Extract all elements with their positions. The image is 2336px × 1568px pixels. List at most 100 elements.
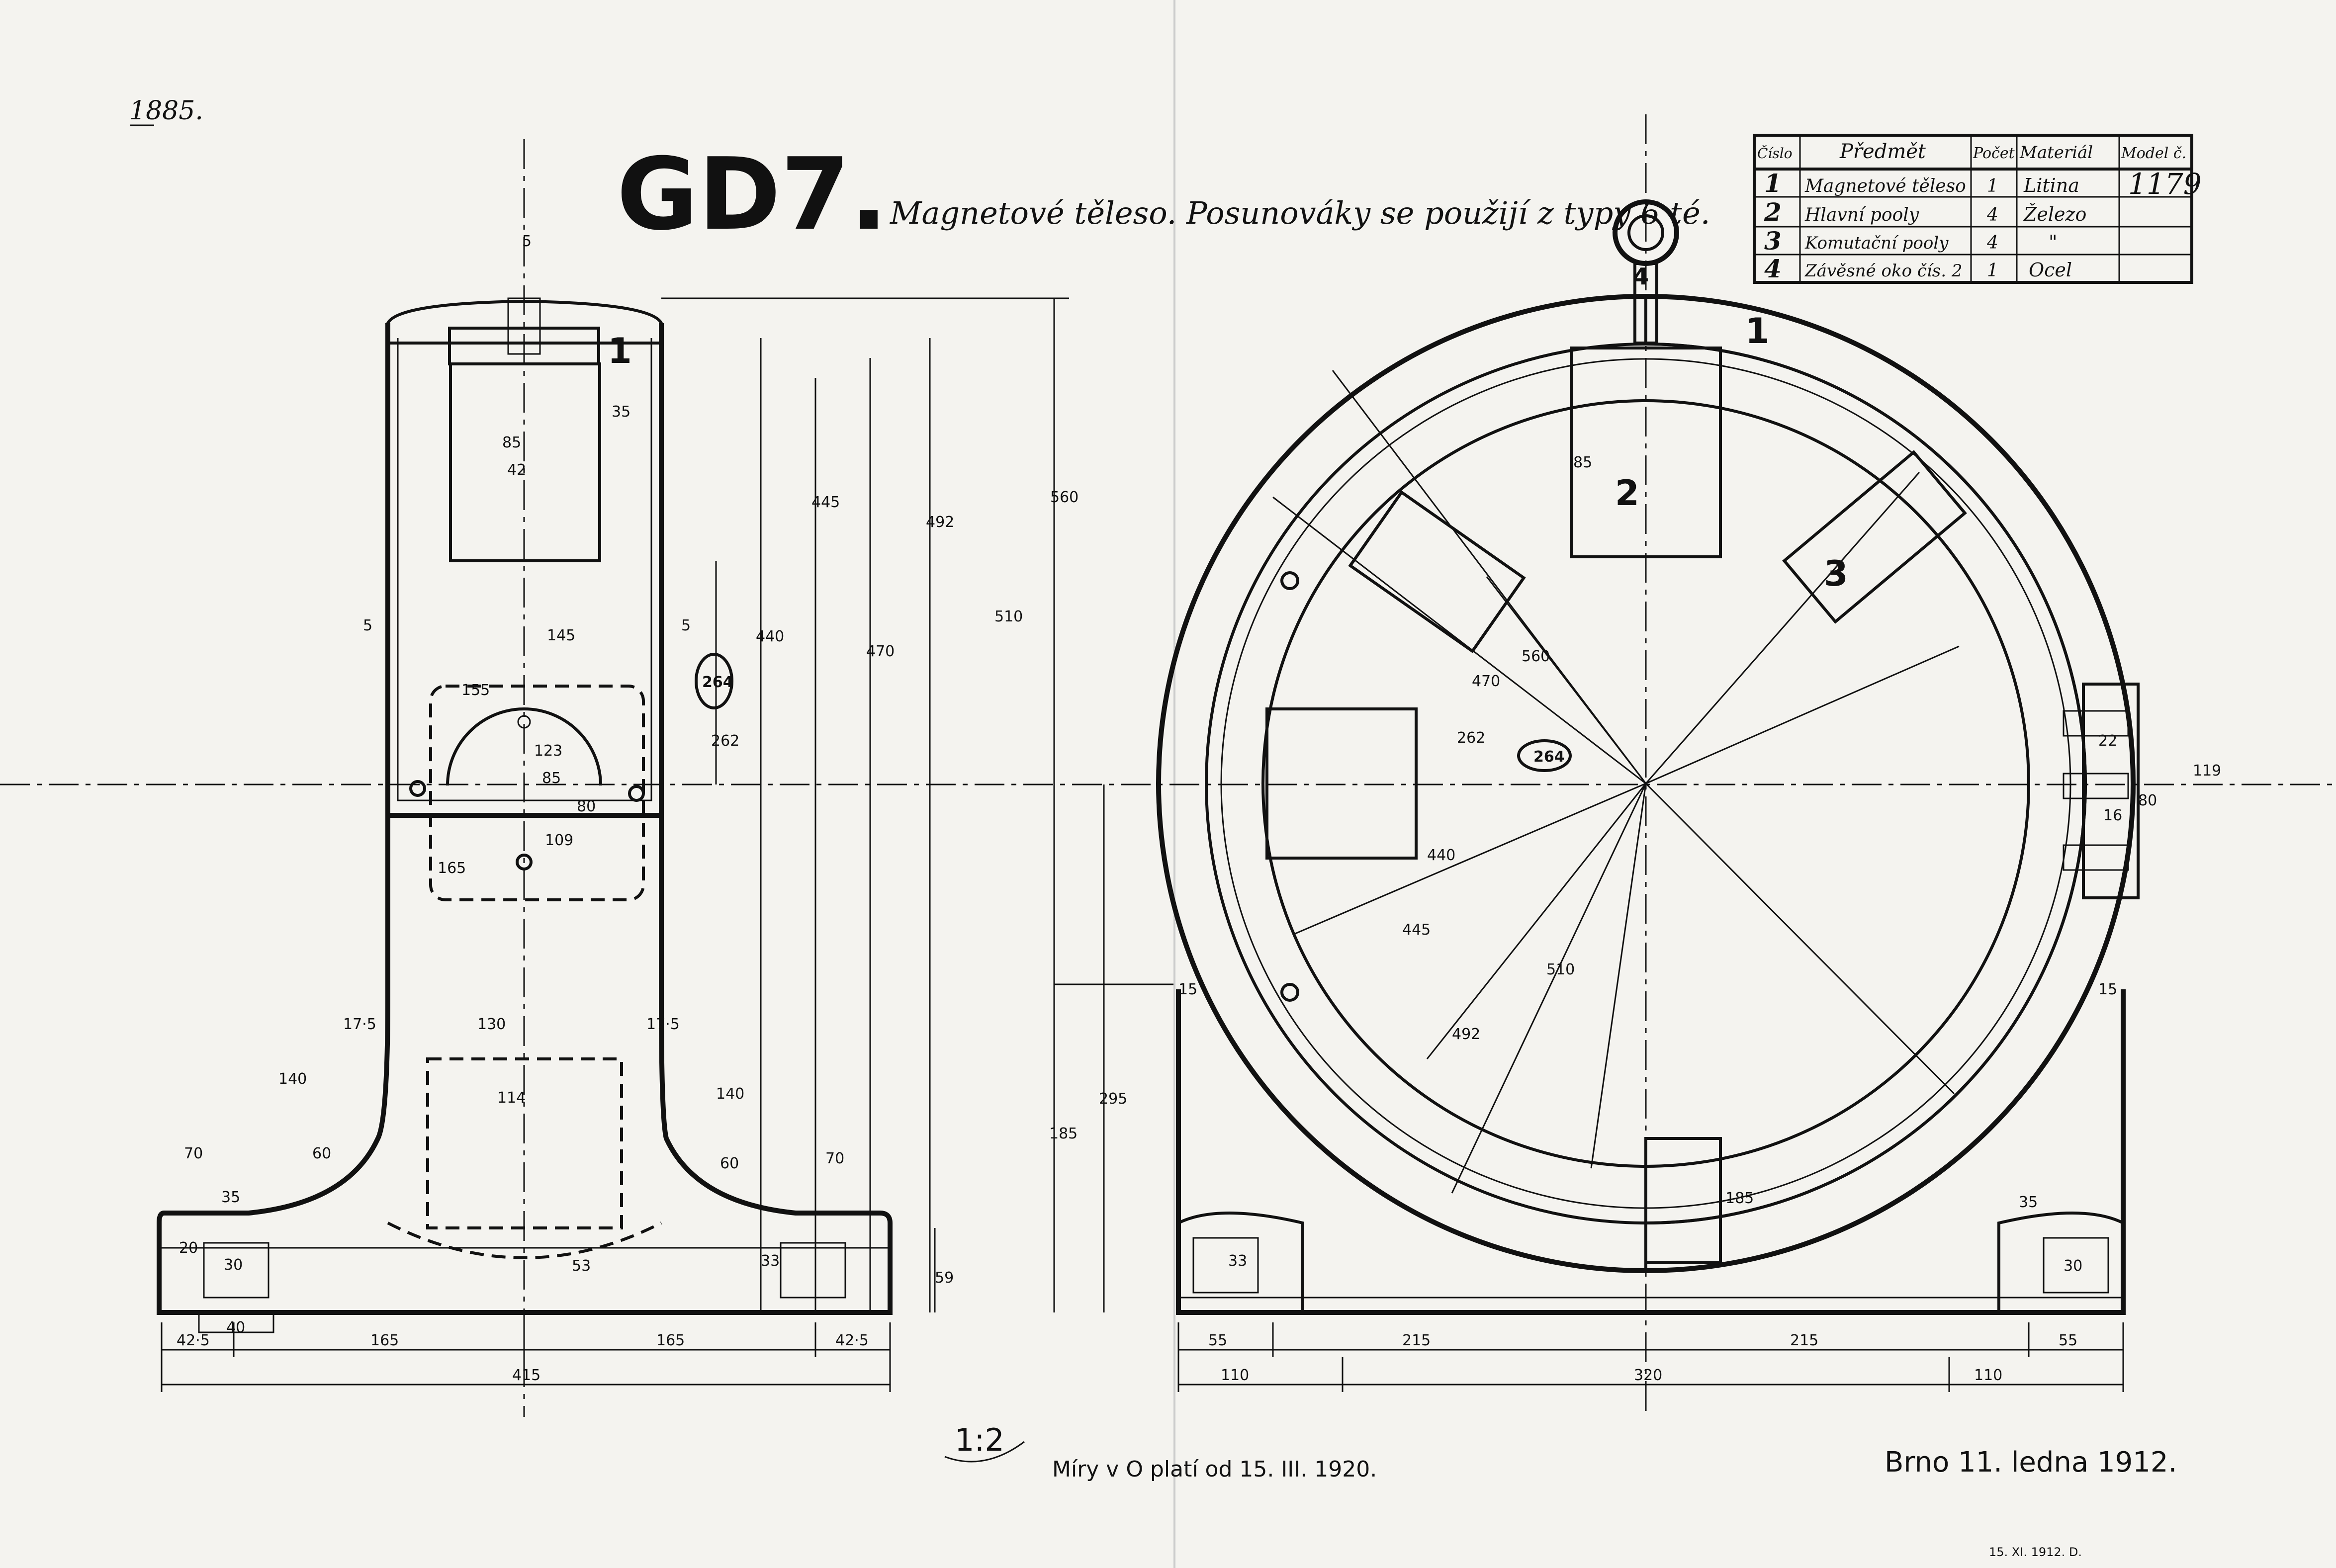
dim-label: 140 — [278, 1070, 307, 1088]
row-number: 4 — [1764, 254, 1782, 283]
dim-label: 470 — [1472, 673, 1500, 690]
dim-label: 55 — [2059, 1332, 2077, 1349]
callout-3: 3 — [1824, 553, 1848, 594]
dim-label: 445 — [1402, 921, 1431, 939]
archive-stamp: 15. XI. 1912. D. — [1989, 1545, 2082, 1559]
dim-label: 42·5 — [835, 1332, 869, 1349]
row-count: 4 — [1986, 233, 1998, 253]
table-row: 1 Magnetové těleso 1 Litina 1179 — [1764, 167, 2202, 201]
row-item: Závěsné oko čís. 2 — [1804, 261, 1962, 281]
table-row: 2 Hlavní pooly 4 Železo — [1764, 197, 2086, 227]
dim-label: 85 — [542, 770, 561, 787]
circled-dim — [695, 653, 733, 709]
row-material: Železo — [2023, 203, 2086, 225]
row-item: Komutační pooly — [1804, 233, 1949, 253]
table-header-material: Materiál — [2019, 143, 2093, 163]
dim-label: 492 — [1452, 1026, 1480, 1043]
table-header-number: Číslo — [1757, 145, 1793, 162]
yoke-outer — [1156, 294, 2136, 1273]
row-material: Ocel — [2029, 259, 2072, 281]
dim-label: 140 — [716, 1085, 744, 1103]
parts-table: Číslo Předmět Počet Materiál Model č. 1 … — [1753, 134, 2202, 284]
dim-label: 15 — [1178, 981, 1197, 998]
row-item: Hlavní pooly — [1804, 205, 1919, 225]
dim-label: 20 — [179, 1239, 198, 1257]
sheet-number: 1885. — [129, 96, 203, 126]
terminal-boss — [2082, 683, 2140, 899]
dim-label: 30 — [2064, 1257, 2082, 1275]
dim-label: 33 — [1228, 1252, 1247, 1270]
row-material: Litina — [2023, 174, 2079, 196]
drawing-description: Magnetové těleso. Posunováky se použijí … — [890, 195, 1710, 231]
dim-label: 5 — [681, 617, 691, 634]
dim-label: 40 — [226, 1319, 245, 1336]
dim-label: 80 — [2138, 792, 2157, 809]
dim-label: 109 — [545, 832, 573, 849]
dim-label: 295 — [1099, 1090, 1127, 1108]
dim-label: 262 — [1457, 729, 1485, 747]
table-header-model: Model č. — [2121, 145, 2186, 162]
dim-label: 470 — [866, 643, 895, 660]
table-header-item: Předmět — [1839, 140, 1926, 163]
top-cap — [386, 299, 663, 345]
dim-label: 60 — [312, 1145, 331, 1162]
dim-label: 53 — [572, 1257, 591, 1275]
dim-label: 415 — [512, 1367, 540, 1384]
dim-label: 22 — [2098, 732, 2117, 750]
side-view: 1 5 35 85 42 145 155 123 85 109 165 80 1… — [0, 139, 2336, 1417]
dim-label: 42 — [507, 461, 526, 479]
dim-label: 510 — [1546, 961, 1575, 978]
row-model: 1179 — [2128, 167, 2202, 201]
dim-label: 262 — [711, 732, 739, 750]
dim-label: 492 — [926, 514, 954, 531]
dim-label: 110 — [1221, 1367, 1249, 1384]
drawing-code: GD7. — [617, 137, 888, 253]
dim-label: 185 — [1725, 1190, 1754, 1207]
dim-label: 560 — [1050, 489, 1078, 506]
dim-label: 119 — [2193, 762, 2221, 780]
commutating-pole — [1348, 490, 1526, 653]
dim-label: 264 — [1533, 748, 1565, 766]
place-date: Brno 11. ledna 1912. — [1885, 1446, 2177, 1479]
base-outline — [157, 815, 893, 1315]
inner-window — [429, 685, 645, 901]
dim-label: 42·5 — [177, 1332, 210, 1349]
dim-label: 185 — [1049, 1125, 1078, 1142]
table-header-count: Počet — [1973, 145, 2015, 162]
pole-shoe — [449, 362, 601, 562]
dim-label: 445 — [811, 494, 840, 511]
dim-label: 165 — [656, 1332, 685, 1349]
dim-label: 440 — [756, 628, 784, 645]
main-pole-top — [1570, 347, 1722, 558]
base-outline — [1176, 989, 2126, 1315]
dim-label: 264 — [702, 674, 733, 691]
dim-label: 165 — [370, 1332, 399, 1349]
dim-label: 33 — [761, 1252, 780, 1270]
dim-label: 155 — [461, 682, 490, 699]
dim-label: 130 — [477, 1016, 506, 1033]
dim-label: 5 — [363, 617, 372, 634]
dim-label: 70 — [825, 1150, 844, 1167]
dim-label: 215 — [1790, 1332, 1818, 1349]
dim-label: 145 — [547, 627, 575, 644]
dim-label: 123 — [534, 742, 562, 760]
row-number: 2 — [1764, 197, 1782, 227]
dim-label: 320 — [1634, 1367, 1662, 1384]
commutating-pole — [1782, 450, 1967, 624]
dim-label: 165 — [438, 860, 466, 877]
dim-label: 114 — [497, 1089, 526, 1107]
table-row: 4 Závěsné oko čís. 2 1 Ocel — [1764, 254, 2072, 283]
dim-label: 215 — [1402, 1332, 1431, 1349]
dim-label: 510 — [994, 608, 1023, 625]
dim-label: 30 — [224, 1256, 243, 1274]
row-count: 4 — [1986, 205, 1998, 225]
dim-label: 35 — [612, 403, 630, 421]
callout-2: 2 — [1615, 473, 1639, 514]
dim-label: 85 — [502, 434, 521, 451]
dim-label: 85 — [1573, 454, 1592, 471]
row-number: 1 — [1764, 169, 1782, 198]
dim-label: 35 — [2019, 1194, 2038, 1211]
dim-label: 5 — [522, 233, 532, 250]
dim-label: 440 — [1427, 847, 1455, 864]
